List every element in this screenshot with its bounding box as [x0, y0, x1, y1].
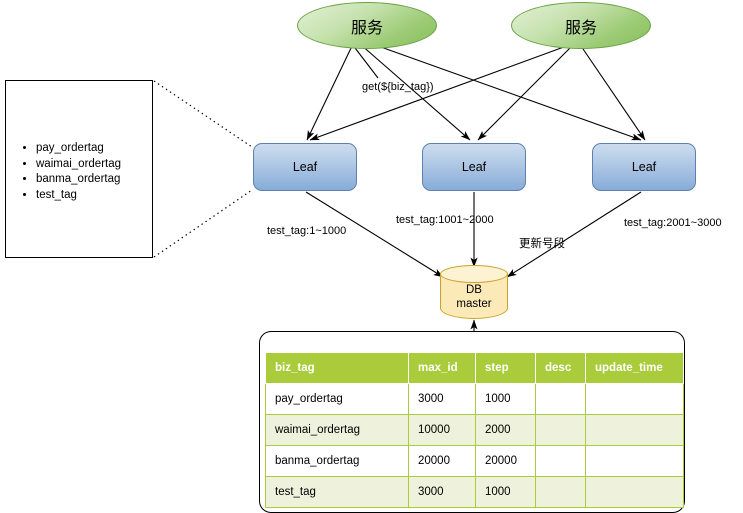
edge-label-get-call: get(${biz_tag}): [362, 81, 434, 93]
cell-max-id: 20000: [408, 445, 476, 477]
db-label-line1: DB: [466, 284, 482, 296]
column-header-step: step: [475, 352, 536, 384]
edge-label-segment-3: test_tag:2001~3000: [624, 217, 722, 229]
cell-update-time: [585, 414, 684, 446]
list-item: test_tag: [36, 188, 121, 204]
cell-desc: [535, 383, 586, 415]
cell-step: 2000: [475, 414, 536, 446]
column-header-max-id: max_id: [408, 352, 476, 384]
cell-update-time: [585, 476, 684, 508]
service-node-2[interactable]: 服务: [511, 2, 651, 49]
column-header-update-time: update_time: [585, 352, 684, 384]
tag-list-callout-lines: [153, 80, 253, 258]
db-label-line2: master: [456, 298, 492, 310]
cell-biz-tag: pay_ordertag: [265, 383, 409, 415]
list-item: pay_ordertag: [36, 141, 121, 157]
cell-desc: [535, 414, 586, 446]
cell-desc: [535, 476, 586, 508]
service-to-leaf-arrows: [306, 40, 646, 141]
cell-max-id: 3000: [408, 383, 476, 415]
service-node-1[interactable]: 服务: [297, 2, 437, 49]
leaf-node-1[interactable]: Leaf: [253, 143, 357, 191]
table-row: pay_ordertag 3000 1000: [265, 383, 684, 415]
edge-label-update-segment: 更新号段: [519, 238, 565, 250]
table-header-row: biz_tag max_id step desc update_time: [265, 352, 684, 384]
cell-max-id: 3000: [408, 476, 476, 508]
cell-biz-tag: banma_ordertag: [265, 445, 409, 477]
tag-list: pay_ordertag waimai_ordertag banma_order…: [36, 141, 121, 203]
column-header-desc: desc: [535, 352, 586, 384]
table-row: banma_ordertag 20000 20000: [265, 445, 684, 477]
cell-step: 1000: [475, 476, 536, 508]
edge-label-segment-2: test_tag:1001~2000: [396, 214, 494, 226]
cell-update-time: [585, 383, 684, 415]
list-item: banma_ordertag: [36, 172, 121, 188]
cell-biz-tag: test_tag: [265, 476, 409, 508]
table-row: waimai_ordertag 10000 2000: [265, 414, 684, 446]
cell-desc: [535, 445, 586, 477]
cell-update-time: [585, 445, 684, 477]
cell-max-id: 10000: [408, 414, 476, 446]
db-master-node[interactable]: DB master: [440, 265, 508, 319]
cell-step: 20000: [475, 445, 536, 477]
leaf-node-2[interactable]: Leaf: [422, 143, 526, 191]
db-master-label: DB master: [440, 283, 508, 311]
cell-step: 1000: [475, 383, 536, 415]
leaf-alloc-table: biz_tag max_id step desc update_time pay…: [265, 352, 684, 508]
leaf-node-3[interactable]: Leaf: [592, 143, 696, 191]
column-header-biz-tag: biz_tag: [265, 352, 409, 384]
tag-list-box: pay_ordertag waimai_ordertag banma_order…: [5, 80, 153, 258]
table-row: test_tag 3000 1000: [265, 476, 684, 508]
list-item: waimai_ordertag: [36, 157, 121, 173]
cell-biz-tag: waimai_ordertag: [265, 414, 409, 446]
cylinder-top: [440, 265, 508, 283]
edge-label-segment-1: test_tag:1~1000: [267, 225, 347, 237]
